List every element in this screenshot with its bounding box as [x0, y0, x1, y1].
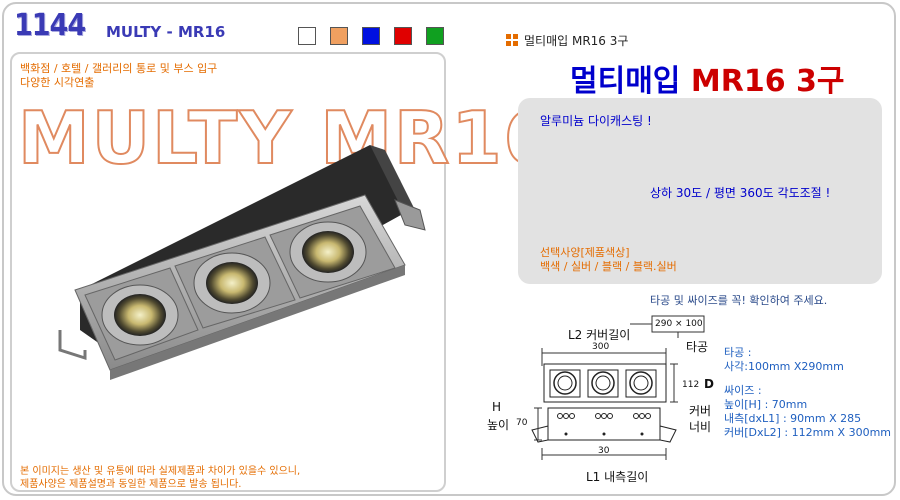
spec-height: 높이[H] : 70mm — [724, 398, 808, 411]
l1-value: 30 — [598, 446, 610, 456]
product-big-title: MULTY MR16 — [17, 95, 556, 181]
footnote-disclaimer: 본 이미지는 생산 및 유통에 따라 실제제품과 차이가 있을수 있으니, — [20, 466, 301, 477]
h-value: 70 — [516, 418, 528, 428]
product-title: 멀티매입 MR16 3구 — [570, 56, 844, 100]
product-title-en: MR16 3구 — [690, 64, 845, 99]
feature-box — [518, 98, 882, 284]
product-title-ko: 멀티매입 — [570, 64, 681, 99]
l1-label: L1 내측길이 — [586, 470, 649, 484]
grid-bullet-icon — [506, 34, 518, 46]
options-title: 선택사양[제품색상] — [540, 246, 630, 259]
h-label: H — [492, 400, 502, 414]
feature-die-cast: 알루미늄 다이캐스팅 ! — [540, 114, 652, 128]
l2-label: L2 커버길이 — [568, 328, 631, 342]
model-number: 1144 — [14, 8, 86, 43]
d-value: 112 — [682, 380, 700, 390]
product-image — [58, 145, 426, 380]
color-swatch-orange — [330, 27, 348, 45]
spec-cut-title: 타공 : — [724, 346, 752, 359]
d-label: D — [704, 377, 714, 391]
color-swatch-green — [426, 27, 444, 45]
spec-cover: 커버[DxL2] : 112mm X 300mm — [724, 426, 892, 439]
spec-inner: 내측[dxL1] : 90mm X 285 — [724, 412, 862, 425]
tagline-visual: 다양한 시각연출 — [20, 76, 95, 89]
cut-size: 290 × 100 — [655, 319, 703, 329]
footnote-spec: 제품사양은 제품설명과 동일한 제품으로 발송 됩니다. — [20, 479, 242, 490]
color-swatch-blue — [362, 27, 380, 45]
cover-label-1: 커버 — [689, 404, 712, 418]
spec-size-title: 싸이즈 : — [724, 384, 762, 397]
options-list: 백색 / 실버 / 블랙 / 블랙.실버 — [540, 260, 677, 273]
cover-label-2: 너비 — [689, 420, 712, 434]
color-swatch-white — [298, 27, 316, 45]
h-sub-label: 높이 — [487, 418, 510, 432]
size-notice: 타공 및 싸이즈를 꼭! 확인하여 주세요. — [650, 294, 828, 307]
color-swatch-red — [394, 27, 412, 45]
cut-label: 타공 — [686, 340, 709, 354]
feature-angle: 상하 30도 / 평면 360도 각도조절 ! — [650, 186, 831, 200]
model-name: MULTY - MR16 — [106, 23, 226, 41]
tagline-locations: 백화점 / 호텔 / 갤러리의 통로 및 부스 입구 — [20, 62, 218, 75]
dimension-diagram — [531, 315, 705, 460]
spec-cut-value: 사각:100mm X290mm — [724, 360, 844, 373]
l2-value: 300 — [592, 342, 610, 352]
section-heading: 멀티매입 MR16 3구 — [524, 34, 629, 48]
